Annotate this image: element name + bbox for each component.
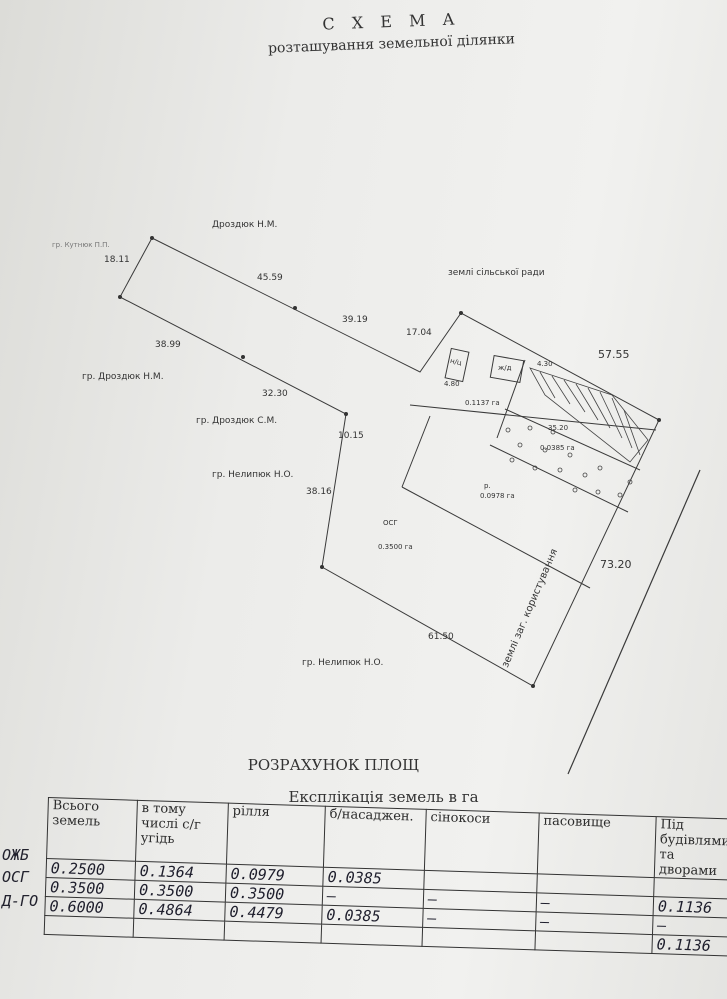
table-cell [653, 877, 727, 900]
council-label: землі сільської ради [448, 268, 545, 278]
row-label: ОЖБ [2, 846, 30, 864]
dimension-label: 61.50 [428, 632, 454, 642]
parcel-code: р. [484, 482, 491, 490]
road-boundary [567, 469, 701, 775]
inner-line [496, 359, 526, 439]
table-cell: 0.1364 [134, 861, 227, 884]
hatched-area [529, 367, 649, 463]
parcel-boundary [119, 237, 660, 687]
table-cell: 0.6000 [44, 896, 135, 919]
table-cell: 0.3500 [134, 880, 226, 903]
header-cell: в тому числі с/г угідь [135, 800, 229, 865]
header-cell: сінокоси [424, 809, 540, 874]
table-cell: 0.1136 [651, 934, 727, 957]
header-cell: рілля [226, 803, 326, 868]
neighbor-label: гр. Нелипюк Н.О. [302, 658, 384, 668]
parcel-area: 0.1137 га [465, 399, 500, 407]
dimension-label: 39.19 [342, 315, 368, 325]
building-nc [444, 347, 470, 383]
table-cell: 0.1136 [653, 896, 727, 919]
parcel-area: 0.0978 га [480, 492, 515, 500]
table-cell [224, 921, 322, 944]
dimension-label: 38.16 [306, 487, 332, 497]
table-cell: — [652, 915, 727, 938]
neighbor-label: гр. Дроздюк С.М. [196, 416, 278, 426]
table-cell: 0.3500 [45, 877, 135, 900]
table-cell: 0.2500 [45, 858, 136, 881]
building-zhd [489, 354, 525, 384]
header-cell: пасовище [537, 812, 657, 878]
row-label: ОСГ [2, 868, 30, 886]
neighbor-label: гр. Дроздюк Н.М. [82, 372, 164, 382]
building-label: ж/д [498, 364, 512, 372]
inner-line [401, 415, 431, 488]
neighbor-label: Дроздюк Н.М. [212, 220, 278, 230]
calculation-title: РОЗРАХУНОК ПЛОЩ [247, 756, 420, 774]
table-title: Експлікація земель в га [288, 788, 479, 806]
dimension-label: 57.55 [598, 348, 630, 361]
table-cell [421, 927, 536, 950]
dimension-label: 32.30 [262, 389, 288, 399]
inner-line [489, 444, 629, 513]
parcel-area: 0.3500 га [378, 543, 413, 551]
inner-line [504, 408, 641, 471]
table-cell: 0.0979 [225, 864, 324, 887]
dimension-label: 45.59 [257, 273, 283, 283]
table-cell: 0.3500 [225, 883, 323, 906]
inner-line [409, 404, 657, 431]
table-cell [321, 924, 423, 947]
dimension-label: 38.99 [155, 340, 181, 350]
dimension-label: 4.80 [444, 380, 460, 388]
dimension-label: 73.20 [600, 558, 632, 571]
neighbor-label: гр. Нелипюк Н.О. [212, 470, 294, 480]
header-cell: б/насаджен. [323, 806, 427, 871]
dimension-label: 35.20 [548, 424, 569, 432]
parcel-area: 0.0385 га [540, 444, 575, 452]
inner-line [401, 486, 591, 589]
header-cell: Всього земель [46, 797, 138, 862]
dimension-label: 18.11 [104, 255, 130, 265]
neighbor-label: гр. Кутнюк П.П. [52, 241, 110, 249]
dimension-label: 17.04 [406, 328, 432, 338]
orchard-marks [505, 425, 633, 498]
table-cell [133, 918, 225, 941]
header-cell: Під будівлями та дворами [654, 816, 727, 881]
table-cell: 0.4479 [224, 902, 323, 925]
dimension-label: 4.30 [537, 360, 553, 368]
table-cell [44, 915, 134, 938]
table-cell: 0.4864 [133, 899, 226, 922]
dimension-label: 10.15 [338, 431, 364, 441]
table-cell: 0.0385 [321, 905, 424, 928]
table-cell [534, 930, 653, 954]
land-explication-table: Всього земель в тому числі с/г угідь ріл… [44, 797, 727, 957]
row-label: Д-ГО [2, 892, 39, 910]
table-cell: 0.0385 [322, 867, 425, 890]
parcel-code: ОСГ [383, 519, 398, 527]
vertex-points [118, 236, 661, 688]
